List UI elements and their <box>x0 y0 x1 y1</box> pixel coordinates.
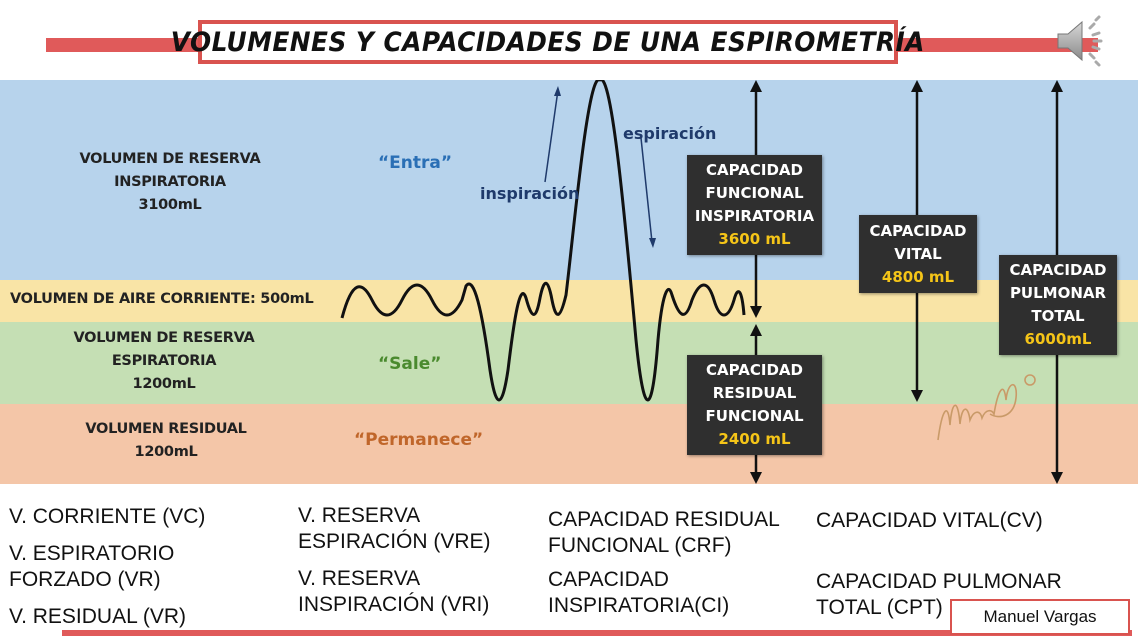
box-cpt-line3: TOTAL <box>1031 307 1085 325</box>
zone-vre-band <box>0 322 1138 404</box>
legend-cpt-line2: TOTAL (CPT) <box>816 596 943 619</box>
title-box: VOLUMENES Y CAPACIDADES DE UNA ESPIROMET… <box>171 20 925 64</box>
box-capacidad-pulmonar-total: CAPACIDAD PULMONAR TOTAL 6000mL <box>999 255 1117 355</box>
legend-ci: CAPACIDAD INSPIRATORIA(CI) <box>548 567 729 619</box>
legend-cv: CAPACIDAD VITAL(CV) <box>816 509 1043 532</box>
legend-vres: V. RESIDUAL (VR) <box>9 605 186 628</box>
box-cfi-line3: INSPIRATORIA <box>694 207 815 225</box>
box-capacidad-funcional-inspiratoria: CAPACIDAD FUNCIONAL INSPIRATORIA 3600 mL <box>687 155 822 255</box>
zone-vre-line2: ESPIRATORIA <box>111 353 217 369</box>
legend-cpt-line1: CAPACIDAD PULMONAR <box>816 570 1062 593</box>
legend-vre-line1: V. RESERVA <box>298 504 421 527</box>
box-capacidad-vital: CAPACIDAD VITAL 4800 mL <box>859 215 977 293</box>
legend-vri-line2: INSPIRACIÓN (VRI) <box>298 593 490 616</box>
page-title: VOLUMENES Y CAPACIDADES DE UNA ESPIROMET… <box>170 26 926 58</box>
spirometry-wave <box>340 80 746 402</box>
legend-vef-line1: V. ESPIRATORIO <box>9 542 175 565</box>
box-capacidad-residual-funcional: CAPACIDAD RESIDUAL FUNCIONAL 2400 mL <box>687 355 822 455</box>
inspiration-arrow <box>544 89 559 183</box>
zone-vre-value: 1200mL <box>132 376 196 392</box>
box-cv-value: 4800 mL <box>881 267 955 286</box>
legend-cpt: CAPACIDAD PULMONAR TOTAL (CPT) <box>816 569 1062 621</box>
box-crf-line2: RESIDUAL <box>712 384 797 402</box>
quote-entra: “Entra” <box>378 153 453 173</box>
zone-vr-value: 1200mL <box>134 444 198 460</box>
spirometry-diagram: VOLUMEN DE RESERVA INSPIRATORIA 3100mL V… <box>0 80 1138 484</box>
box-cv-line2: VITAL <box>894 244 942 263</box>
legend-vef-line2: FORZADO (VR) <box>9 568 161 591</box>
author-name: Manuel Vargas <box>983 607 1097 626</box>
expiration-label: espiración <box>623 124 717 143</box>
legend-vri-line1: V. RESERVA <box>298 567 421 590</box>
speaker-icon[interactable] <box>1052 14 1112 68</box>
box-cv-line1: CAPACIDAD <box>869 221 967 240</box>
zone-vri-label: VOLUMEN DE RESERVA INSPIRATORIA 3100mL <box>60 148 280 217</box>
inspiration-label: inspiración <box>480 184 580 203</box>
legend-vri: V. RESERVA INSPIRACIÓN (VRI) <box>298 566 489 618</box>
zone-vac-label: VOLUMEN DE AIRE CORRIENTE: 500mL <box>10 288 330 311</box>
legend-vc: V. CORRIENTE (VC) <box>9 505 206 528</box>
legend-vre-line2: ESPIRACIÓN (VRE) <box>298 530 491 553</box>
author-box: Manuel Vargas <box>950 599 1130 635</box>
legend-crf-line2: FUNCIONAL (CRF) <box>548 534 732 557</box>
zone-vre-label: VOLUMEN DE RESERVA ESPIRATORIA 1200mL <box>54 327 274 396</box>
zone-vac-text: VOLUMEN DE AIRE CORRIENTE: 500mL <box>10 291 314 307</box>
quote-permanece: “Permanece” <box>354 430 484 450</box>
quote-sale: “Sale” <box>378 354 442 374</box>
zone-vri-line1: VOLUMEN DE RESERVA <box>79 151 261 167</box>
zone-vre-line1: VOLUMEN DE RESERVA <box>73 330 255 346</box>
legend-ci-line1: CAPACIDAD <box>548 568 669 591</box>
zone-vri-value: 3100mL <box>138 197 202 213</box>
box-crf-line3: FUNCIONAL <box>705 407 804 425</box>
box-cfi-line1: CAPACIDAD <box>706 161 803 179</box>
box-cfi-value: 3600 mL <box>718 230 791 248</box>
legend-vef: V. ESPIRATORIO FORZADO (VR) <box>9 541 174 593</box>
legend-crf-line1: CAPACIDAD RESIDUAL <box>548 508 780 531</box>
legend-vre: V. RESERVA ESPIRACIÓN (VRE) <box>298 503 491 555</box>
legend-crf: CAPACIDAD RESIDUAL FUNCIONAL (CRF) <box>548 507 780 559</box>
zone-vr-line1: VOLUMEN RESIDUAL <box>85 421 247 437</box>
zone-vr-label: VOLUMEN RESIDUAL 1200mL <box>56 418 276 464</box>
box-cpt-value: 6000mL <box>1024 330 1092 348</box>
expiration-arrow <box>640 137 653 243</box>
bottom-decor-bar <box>62 630 1132 636</box>
box-cfi-line2: FUNCIONAL <box>705 184 804 202</box>
legend-ci-line2: INSPIRATORIA(CI) <box>548 594 730 617</box>
zone-vri-line2: INSPIRATORIA <box>114 174 226 190</box>
box-cpt-line1: CAPACIDAD <box>1009 261 1107 279</box>
box-cpt-line2: PULMONAR <box>1009 284 1107 302</box>
signature-mark <box>937 374 1036 441</box>
box-crf-line1: CAPACIDAD <box>706 361 803 379</box>
box-crf-value: 2400 mL <box>718 430 791 448</box>
